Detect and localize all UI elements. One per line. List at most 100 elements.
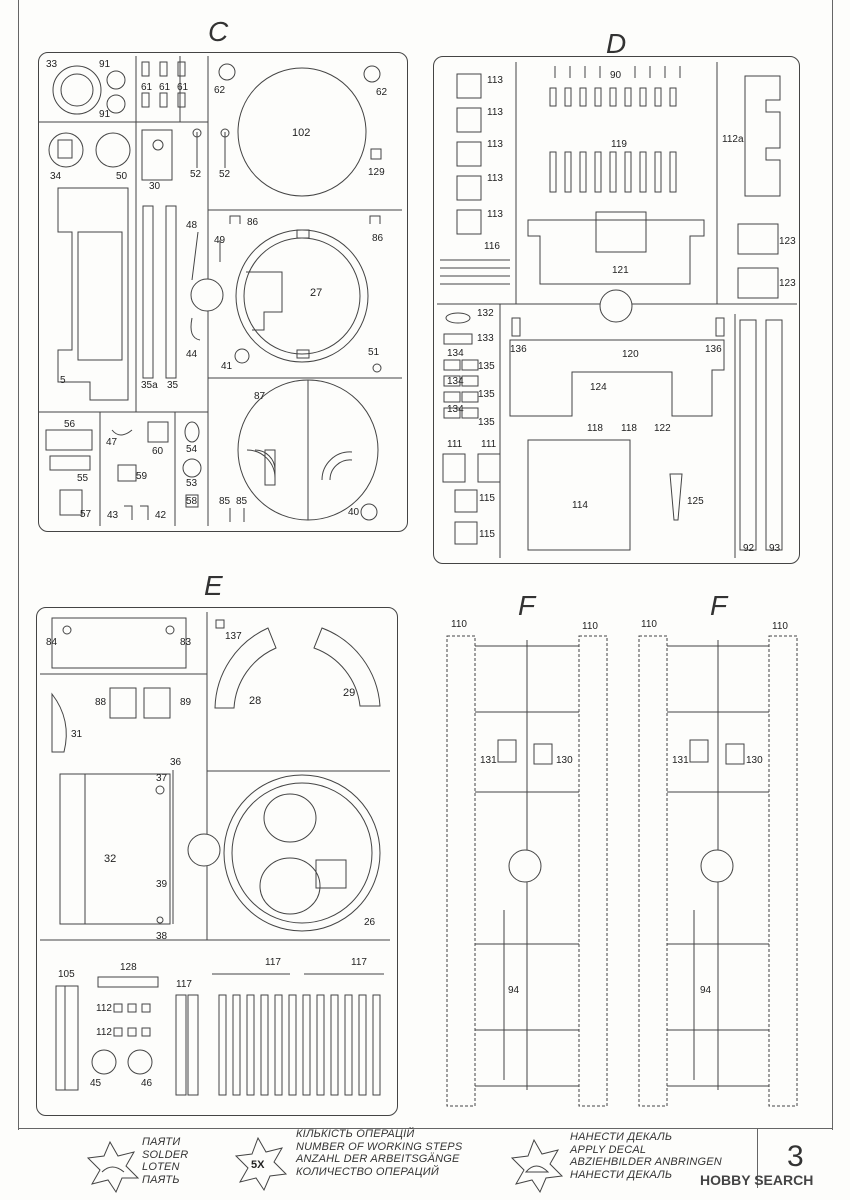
label-120: 120	[622, 349, 639, 360]
label-133: 133	[477, 333, 494, 344]
label-113: 113	[487, 75, 503, 86]
legend-steps-line: ANZAHL DER ARBEITSGÄNGE	[296, 1153, 460, 1165]
label-28: 28	[249, 695, 262, 707]
label-60: 60	[152, 446, 164, 457]
label-135: 135	[478, 361, 495, 372]
label-58: 58	[186, 496, 198, 507]
label-26: 26	[364, 917, 376, 928]
label-88: 88	[95, 697, 107, 708]
label-48: 48	[186, 220, 198, 231]
label-132: 132	[477, 308, 494, 319]
label-61: 61	[141, 82, 153, 93]
legend-steps: КІЛЬКІСТЬ ОПЕРАЦІЙ NUMBER OF WORKING STE…	[296, 1128, 462, 1178]
label-136: 136	[510, 344, 527, 355]
label-113: 113	[487, 139, 503, 150]
sprue-c-parts	[45, 61, 382, 522]
label-129: 129	[368, 167, 385, 178]
legend-steps-line: КОЛИЧЕСТВО ОПЕРАЦИЙ	[296, 1165, 439, 1178]
legend-solder-line: ПАЯТЬ	[142, 1173, 180, 1186]
label-85: 85	[219, 496, 231, 507]
label-87: 87	[254, 391, 266, 402]
section-d-letter: D	[606, 28, 627, 59]
legend-steps-line: NUMBER OF WORKING STEPS	[296, 1140, 463, 1153]
label-86: 86	[247, 217, 259, 228]
legend-solder-line: SOLDER	[142, 1148, 189, 1161]
label-124: 124	[590, 382, 607, 393]
label-94: 94	[700, 985, 712, 996]
label-131: 131	[480, 755, 497, 766]
page-right-rule	[832, 0, 833, 1130]
label-105: 105	[58, 969, 75, 980]
legend-divider	[757, 1128, 758, 1188]
steps-icon	[234, 1136, 288, 1192]
label-45: 45	[90, 1078, 102, 1089]
legend-solder-line: ПАЯТИ	[142, 1136, 181, 1148]
label-117: 117	[176, 979, 192, 990]
label-110: 110	[582, 621, 598, 632]
label-113: 113	[487, 107, 503, 118]
label-123: 123	[779, 278, 796, 289]
label-112: 112	[96, 1003, 112, 1014]
label-53: 53	[186, 478, 198, 489]
label-55: 55	[77, 473, 89, 484]
label-52: 52	[219, 169, 231, 180]
label-86: 86	[372, 233, 384, 244]
label-93: 93	[769, 543, 781, 554]
label-110: 110	[772, 621, 788, 632]
label-134: 134	[447, 348, 464, 359]
label-29: 29	[343, 687, 356, 699]
legend-decal-line: НАНЕСТИ ДЕКАЛЬ	[570, 1168, 673, 1181]
legend-decal-line: ABZIEHBILDER ANBRINGEN	[570, 1156, 722, 1168]
label-118: 118	[587, 423, 603, 434]
label-117: 117	[265, 957, 281, 968]
label-134: 134	[447, 376, 464, 387]
label-57: 57	[80, 509, 92, 520]
label-51: 51	[368, 347, 380, 358]
label-27: 27	[310, 287, 323, 299]
label-62: 62	[214, 85, 226, 96]
label-128: 128	[120, 962, 137, 973]
label-130: 130	[746, 755, 763, 766]
section-f-letter-1: F	[518, 590, 536, 621]
label-94: 94	[508, 985, 520, 996]
sprue-e-parts	[51, 617, 384, 1096]
steps-badge: 5X	[251, 1159, 265, 1171]
label-36: 36	[170, 757, 182, 768]
label-114: 114	[572, 500, 588, 511]
label-37: 37	[156, 773, 168, 784]
label-39: 39	[156, 879, 168, 890]
solder-icon	[86, 1140, 140, 1194]
label-102: 102	[292, 127, 311, 139]
section-f-letter-2: F	[710, 590, 728, 621]
label-121: 121	[612, 265, 629, 276]
label-91: 91	[99, 59, 111, 70]
label-35: 35	[167, 380, 179, 391]
label-38: 38	[156, 931, 168, 942]
legend-decal-line: НАНЕСТИ ДЕКАЛЬ	[570, 1131, 673, 1143]
label-84: 84	[46, 637, 58, 648]
label-91: 91	[99, 109, 111, 120]
label-115: 115	[479, 529, 495, 540]
hobby-search-watermark: HOBBY SEARCH	[700, 1172, 814, 1188]
label-59: 59	[136, 471, 148, 482]
label-112: 112	[96, 1027, 112, 1038]
label-135: 135	[478, 389, 495, 400]
label-85: 85	[236, 496, 248, 507]
sprue-d-parts	[440, 66, 783, 551]
label-119: 119	[611, 139, 627, 150]
label-62: 62	[376, 87, 388, 98]
sprue-f-1	[446, 635, 608, 1107]
label-5: 5	[60, 375, 66, 386]
legend-solder: ПАЯТИ SOLDER LOTEN ПАЯТЬ	[142, 1136, 188, 1186]
label-43: 43	[107, 510, 119, 521]
section-c-letter: C	[208, 16, 229, 47]
label-42: 42	[155, 510, 167, 521]
label-118: 118	[621, 423, 637, 434]
label-111: 111	[481, 439, 497, 450]
legend-steps-line: КІЛЬКІСТЬ ОПЕРАЦІЙ	[296, 1128, 415, 1140]
label-52: 52	[190, 169, 202, 180]
label-135: 135	[478, 417, 495, 428]
label-131: 131	[672, 755, 689, 766]
label-112a: 112a	[722, 134, 744, 145]
